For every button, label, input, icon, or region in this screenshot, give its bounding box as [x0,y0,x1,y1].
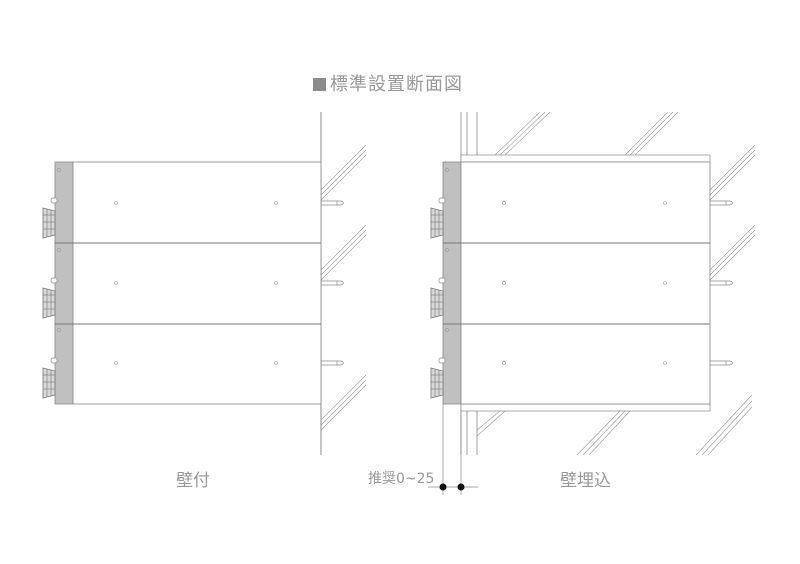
diagram-title: 標準設置断面図 [313,70,463,96]
wall-embedded-view [428,111,756,495]
wall-embedded-label: 壁埋込 [560,471,611,491]
wall-mounted-label: 壁付 [176,471,210,491]
wall-mounted-view [42,112,367,455]
recommended-gap-label: 推奨0~25 [368,471,435,487]
title-text: 標準設置断面図 [330,74,463,95]
title-square-icon [313,78,326,91]
